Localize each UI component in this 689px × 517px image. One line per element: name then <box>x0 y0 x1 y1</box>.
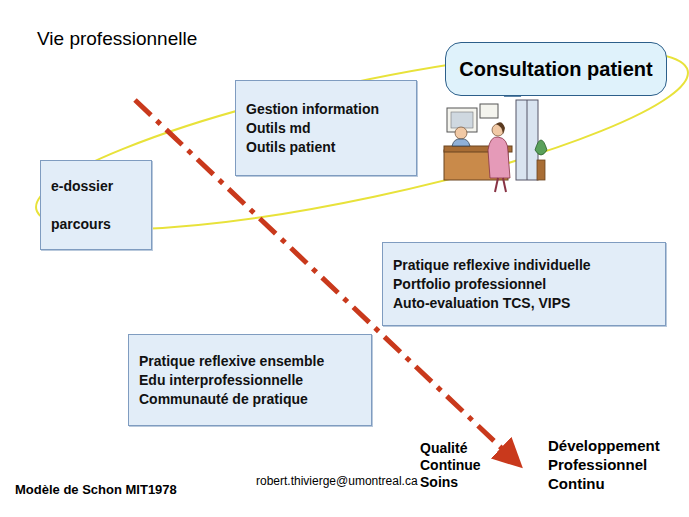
info-box: Pratique reflexive ensembleEdu interprof… <box>128 334 372 426</box>
box-text: Pratique reflexive individuelle <box>393 256 655 275</box>
bubble-text: Consultation patient <box>459 58 652 81</box>
box-text: Pratique reflexive ensemble <box>139 352 361 371</box>
box-text: Edu interprofessionnelle <box>139 371 361 390</box>
box-text: Communauté de pratique <box>139 390 361 409</box>
email-note: robert.thivierge@umontreal.ca <box>256 474 418 489</box>
diagram-title: Vie professionnelle <box>37 28 197 50</box>
quality-label: Qualité Continue Soins <box>420 440 490 491</box>
box-text: Gestion information <box>246 100 406 119</box>
box-text: parcours <box>51 215 141 234</box>
info-box: Pratique reflexive individuellePortfolio… <box>382 242 666 326</box>
yellow-ellipse <box>24 14 689 266</box>
info-box: e-dossier parcours <box>40 160 152 250</box>
consultation-clipart <box>444 82 547 192</box>
box-text: Portfolio professionnel <box>393 275 655 294</box>
info-box: Gestion informationOutils mdOutils patie… <box>235 80 417 176</box>
model-note: Modèle de Schon MIT1978 <box>15 482 177 498</box>
box-text: Outils md <box>246 119 406 138</box>
speech-bubble: Consultation patient <box>445 42 667 96</box>
development-label: Développement Professionnel Continu <box>548 436 678 493</box>
box-text: e-dossier <box>51 177 141 196</box>
box-text: Outils patient <box>246 138 406 157</box>
box-text: Auto-evaluation TCS, VIPS <box>393 294 655 313</box>
